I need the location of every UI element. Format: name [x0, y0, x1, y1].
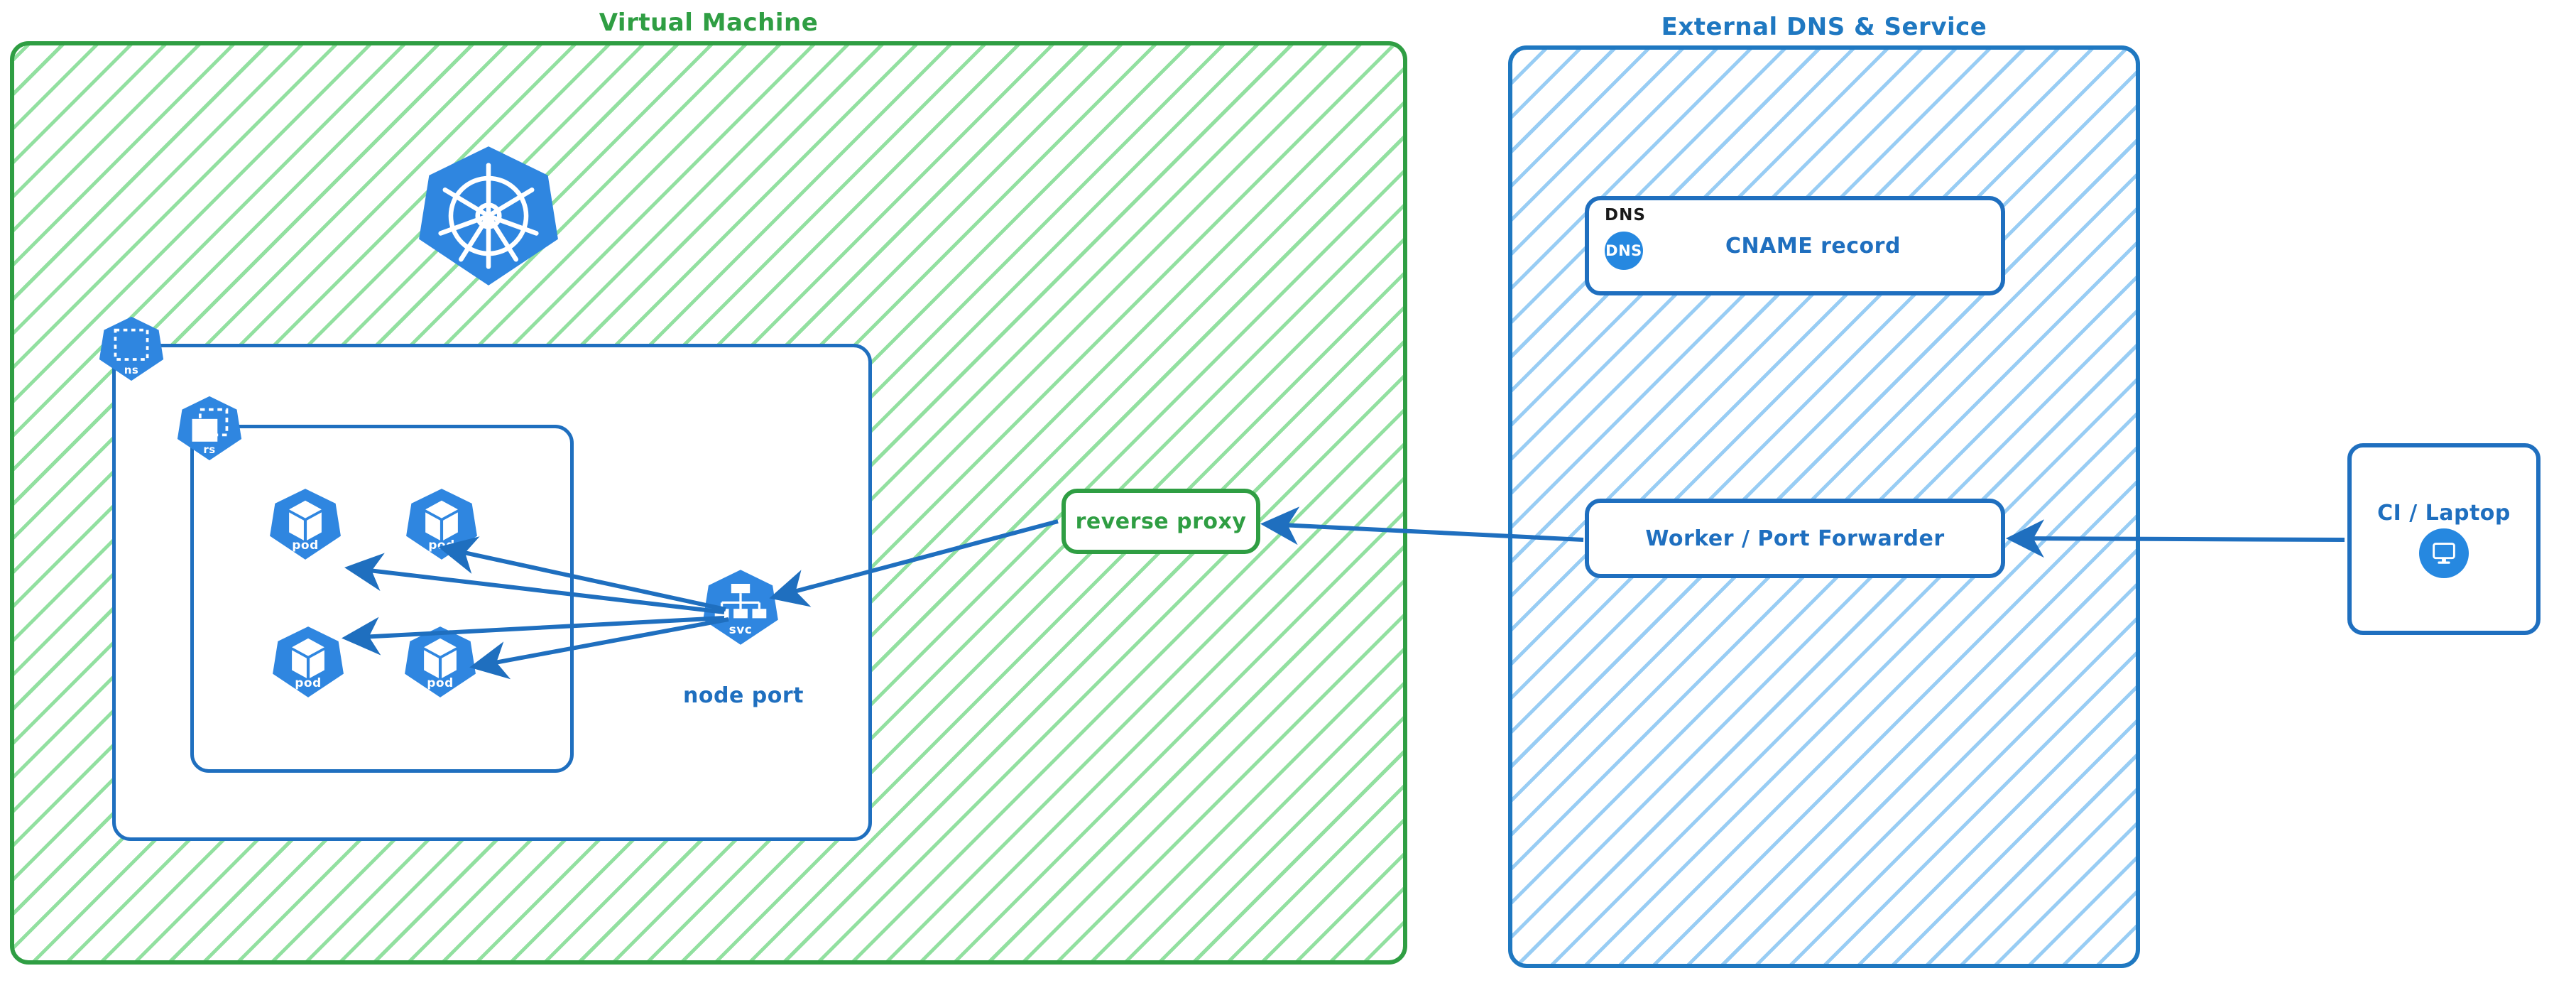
dns-record-box[interactable]: DNS DNS CNAME record [1585, 196, 2005, 295]
replicaset-container [190, 425, 574, 773]
dns-record-label: CNAME record [1725, 233, 1901, 259]
dns-icon: DNS [1605, 232, 1643, 270]
replicaset-badge: rs [176, 395, 243, 462]
ci-laptop-label: CI / Laptop [2377, 500, 2511, 526]
worker-port-forwarder-label: Worker / Port Forwarder [1645, 526, 1945, 551]
namespace-badge: ns [98, 315, 165, 382]
zone-virtual-machine-title: Virtual Machine [599, 9, 819, 37]
zone-external-dns-service-title: External DNS & Service [1661, 13, 1987, 41]
worker-port-forwarder-box[interactable]: Worker / Port Forwarder [1585, 499, 2005, 578]
reverse-proxy-box[interactable]: reverse proxy [1061, 489, 1260, 554]
desktop-monitor-icon [2419, 528, 2469, 578]
pod-node-4: pod [403, 625, 477, 699]
service-node: svc [702, 568, 780, 646]
pod-node-1: pod [268, 487, 342, 561]
ci-laptop-box[interactable]: CI / Laptop [2347, 443, 2540, 635]
reverse-proxy-label: reverse proxy [1075, 509, 1247, 534]
dns-tag-label: DNS [1605, 206, 1646, 224]
pod-node-3: pod [271, 625, 345, 699]
pod-node-2: pod [405, 487, 479, 561]
node-port-caption: node port [683, 683, 804, 708]
kubernetes-logo [416, 143, 561, 288]
dashed-square-stack-icon [192, 408, 229, 442]
